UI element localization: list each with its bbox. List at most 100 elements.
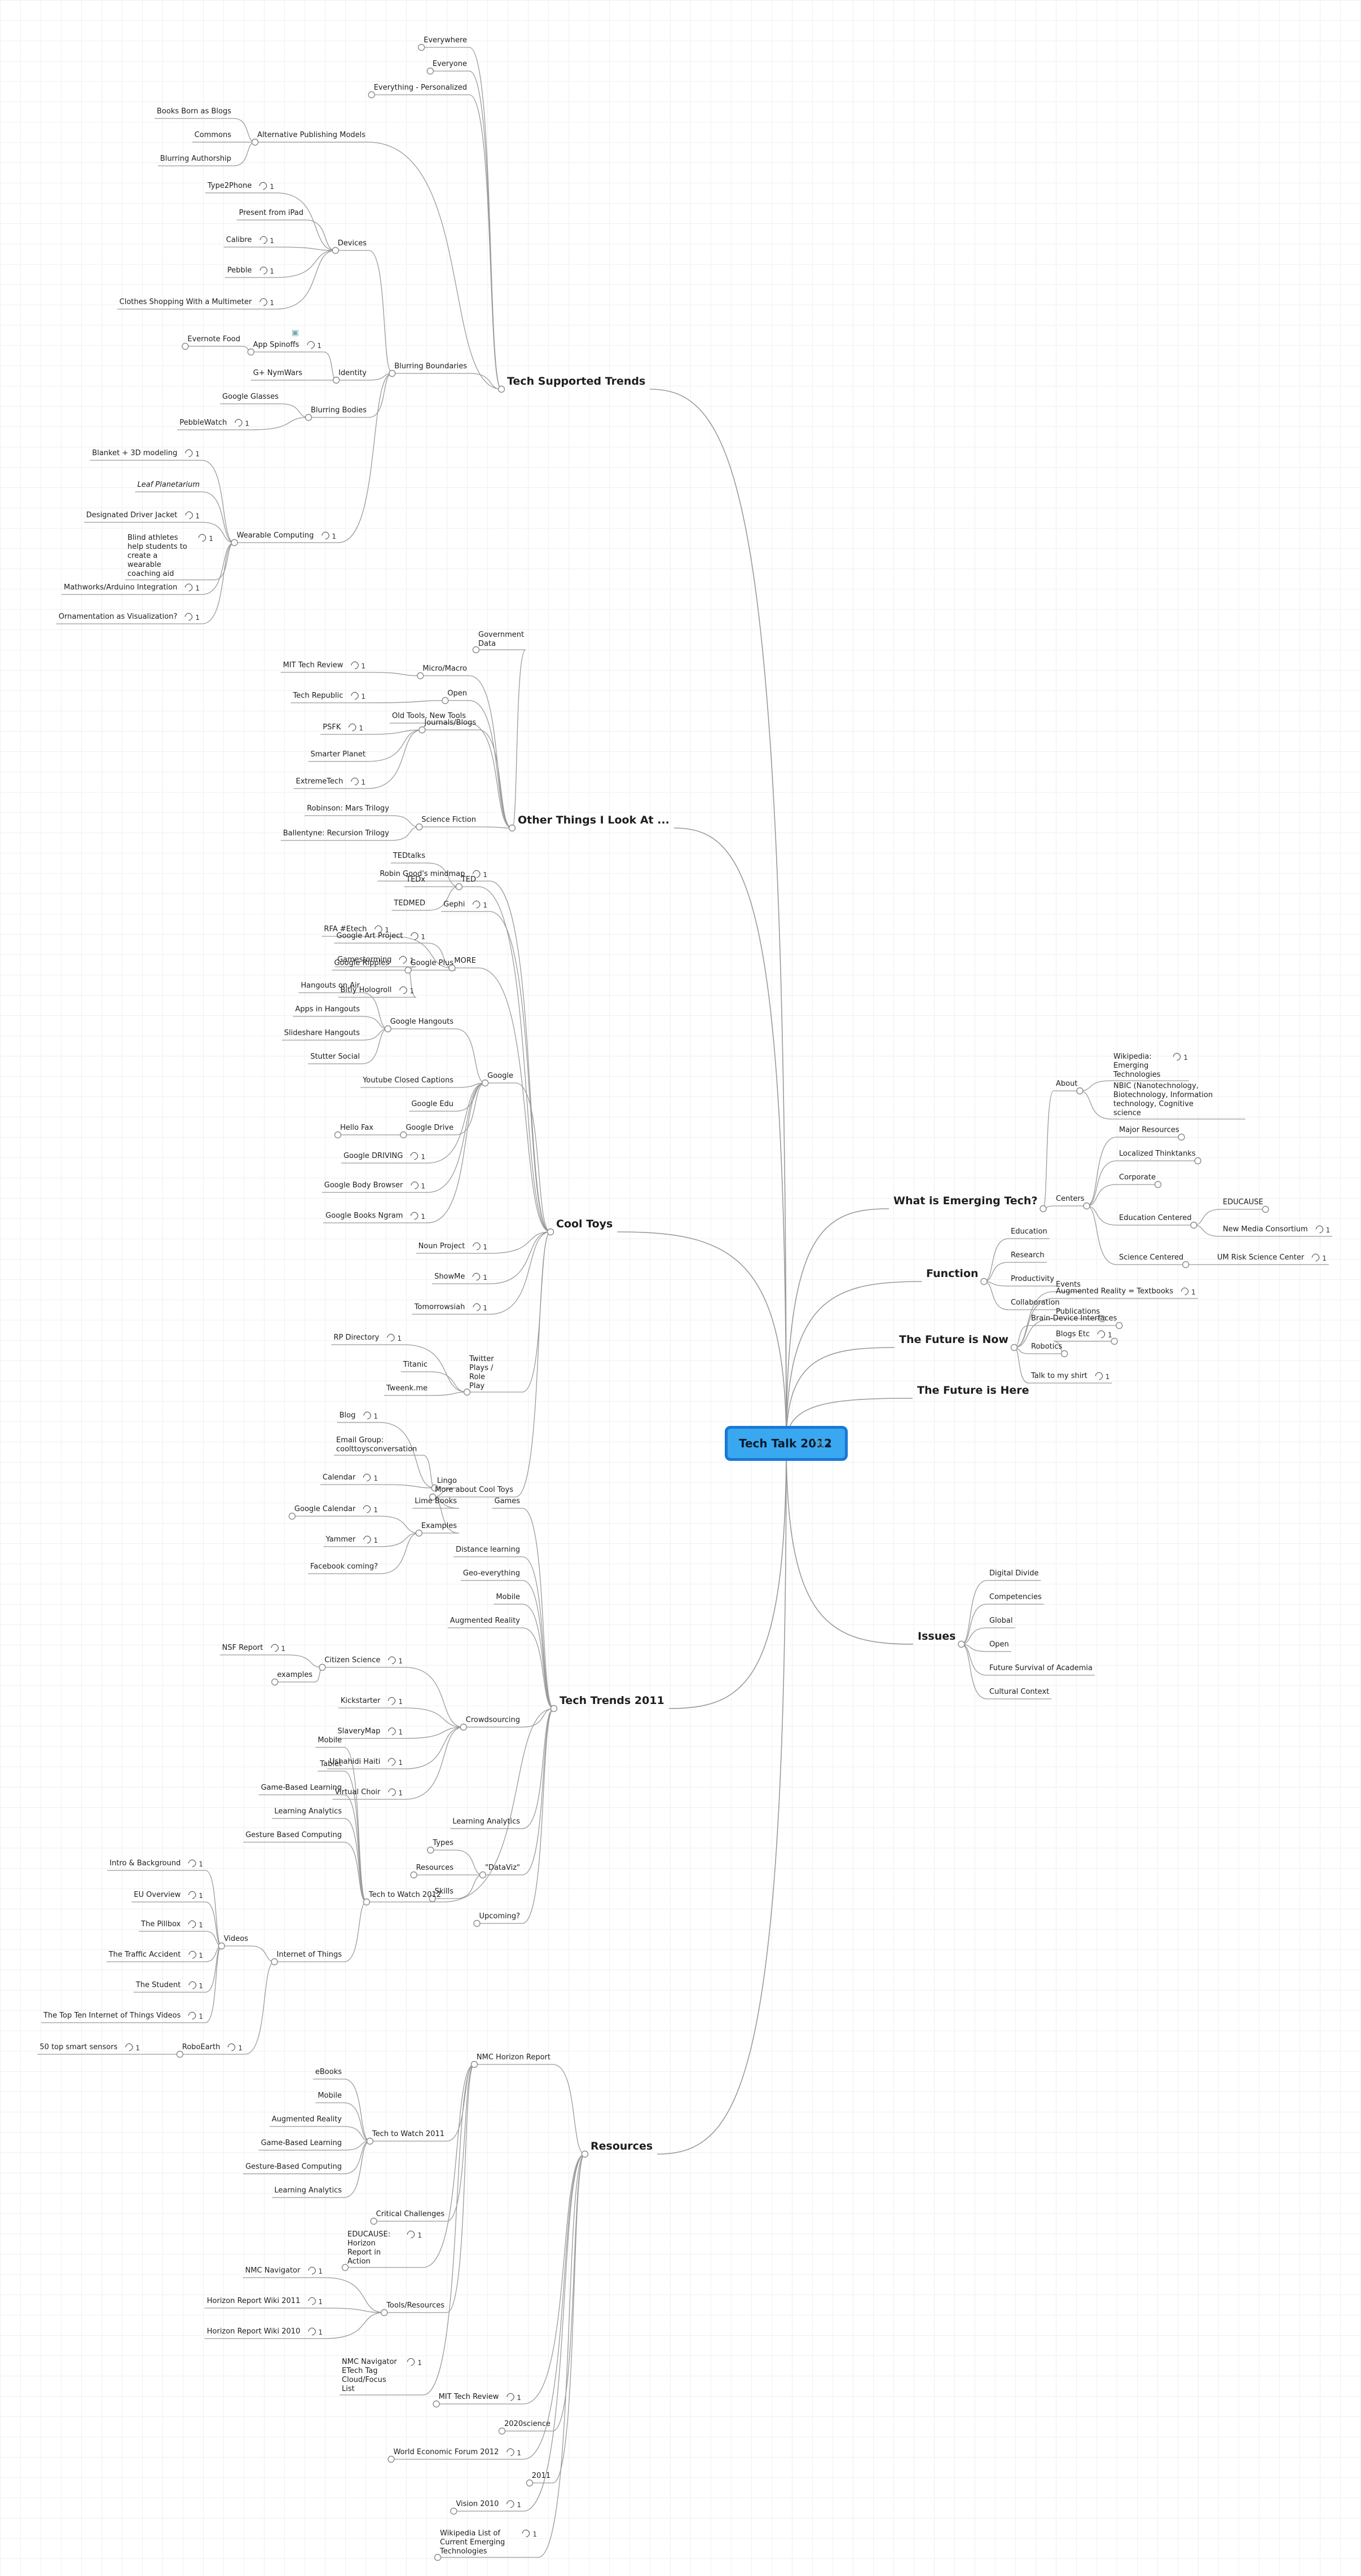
- attachment-icon[interactable]: 1: [471, 869, 487, 879]
- collapse-toggle-icon[interactable]: [581, 2150, 589, 2158]
- topic-node[interactable]: Global: [988, 1617, 1014, 1627]
- collapse-toggle-icon[interactable]: [247, 348, 254, 356]
- topic-node[interactable]: "DataViz": [484, 1864, 521, 1874]
- topic-node[interactable]: Tech Supported Trends: [506, 375, 646, 388]
- collapse-toggle-icon[interactable]: [463, 1388, 471, 1396]
- topic-node[interactable]: Devices: [337, 239, 368, 249]
- topic-node[interactable]: Issues: [917, 1630, 957, 1643]
- topic-node[interactable]: 2011: [531, 2472, 552, 2482]
- attachment-icon[interactable]: 1: [306, 2296, 323, 2306]
- collapse-toggle-icon[interactable]: [332, 246, 339, 254]
- topic-node[interactable]: About: [1055, 1080, 1078, 1090]
- topic-node[interactable]: Blind athletes help students to create a…: [126, 532, 213, 579]
- topic-node[interactable]: Titanic: [402, 1360, 429, 1371]
- topic-node[interactable]: Smarter Planet: [309, 750, 367, 760]
- collapse-toggle-icon[interactable]: [448, 964, 456, 972]
- attachment-icon[interactable]: 1: [398, 985, 414, 996]
- topic-node[interactable]: Examples: [420, 1522, 458, 1532]
- collapse-toggle-icon[interactable]: [526, 2479, 534, 2487]
- topic-node[interactable]: Function: [925, 1267, 980, 1280]
- topic-node[interactable]: Hello Fax: [339, 1124, 375, 1134]
- collapse-toggle-icon[interactable]: [410, 1871, 417, 1879]
- collapse-toggle-icon[interactable]: [481, 1079, 489, 1087]
- collapse-toggle-icon[interactable]: [305, 413, 312, 421]
- topic-node[interactable]: Game-Based Learning: [260, 2139, 343, 2149]
- collapse-toggle-icon[interactable]: [334, 1131, 342, 1139]
- topic-node[interactable]: Ornamentation as Visualization?1: [58, 611, 201, 623]
- attachment-icon[interactable]: 1: [258, 265, 274, 276]
- attachment-icon[interactable]: 1: [409, 1180, 425, 1191]
- collapse-toggle-icon[interactable]: [389, 369, 396, 377]
- attachment-icon[interactable]: 1: [183, 510, 200, 521]
- collapse-toggle-icon[interactable]: [417, 672, 424, 680]
- collapse-toggle-icon[interactable]: [368, 91, 375, 99]
- topic-node[interactable]: Robinson: Mars Trilogy: [306, 804, 390, 814]
- collapse-toggle-icon[interactable]: [1083, 1202, 1090, 1210]
- collapse-toggle-icon[interactable]: [182, 342, 189, 350]
- topic-node[interactable]: Everyone: [431, 60, 468, 70]
- attachment-icon[interactable]: 1: [362, 1410, 378, 1421]
- attachment-icon[interactable]: 1: [187, 2010, 203, 2021]
- topic-node[interactable]: Science Fiction: [420, 816, 477, 826]
- topic-node[interactable]: Upcoming?: [478, 1912, 521, 1922]
- attachment-icon[interactable]: 1: [1096, 1329, 1112, 1340]
- topic-node[interactable]: More about Cool Toys: [434, 1486, 514, 1496]
- collapse-toggle-icon[interactable]: [381, 2309, 388, 2317]
- topic-node[interactable]: Critical Challenges: [375, 2210, 446, 2220]
- topic-node[interactable]: Google Glasses: [221, 393, 280, 403]
- collapse-toggle-icon[interactable]: [363, 1898, 371, 1906]
- topic-node[interactable]: Publications: [1055, 1307, 1101, 1318]
- collapse-toggle-icon[interactable]: [231, 539, 238, 547]
- topic-node[interactable]: Twitter Plays / Role Play: [468, 1355, 521, 1391]
- topic-node[interactable]: Gesture-Based Computing: [244, 2163, 343, 2173]
- attachment-icon[interactable]: 1: [471, 1302, 487, 1313]
- topic-node[interactable]: Tech Trends 2011: [558, 1694, 666, 1707]
- topic-node[interactable]: What is Emerging Tech?: [892, 1194, 1038, 1208]
- attachment-icon[interactable]: 1: [183, 448, 200, 459]
- attachment-icon[interactable]: 1: [306, 2326, 323, 2337]
- collapse-toggle-icon[interactable]: [218, 1942, 225, 1950]
- attachment-icon[interactable]: 1: [505, 2447, 521, 2458]
- topic-node[interactable]: Other Things I Look At ...: [517, 813, 671, 827]
- attachment-icon[interactable]: 1: [1094, 1371, 1109, 1381]
- topic-node[interactable]: The Future is Here: [916, 1384, 1030, 1397]
- attachment-icon[interactable]: 1: [187, 1890, 203, 1900]
- attachment-icon[interactable]: 1: [362, 1534, 378, 1545]
- collapse-toggle-icon[interactable]: [271, 1958, 278, 1966]
- collapse-toggle-icon[interactable]: [415, 1529, 423, 1537]
- topic-node[interactable]: Science Centered: [1118, 1253, 1184, 1263]
- attachment-icon[interactable]: 1: [347, 722, 363, 733]
- topic-node[interactable]: Mobile: [316, 1736, 343, 1746]
- topic-node[interactable]: Robotics: [1030, 1342, 1063, 1353]
- attachment-icon[interactable]: 1: [1314, 1224, 1330, 1235]
- topic-node[interactable]: Corporate: [1118, 1173, 1157, 1183]
- attachment-icon[interactable]: 1: [197, 532, 213, 543]
- collapse-toggle-icon[interactable]: [426, 67, 434, 75]
- topic-node[interactable]: MORE: [453, 957, 477, 967]
- topic-node[interactable]: Resources: [589, 2139, 654, 2153]
- collapse-toggle-icon[interactable]: [271, 1678, 279, 1686]
- attachment-icon[interactable]: 1: [349, 776, 365, 787]
